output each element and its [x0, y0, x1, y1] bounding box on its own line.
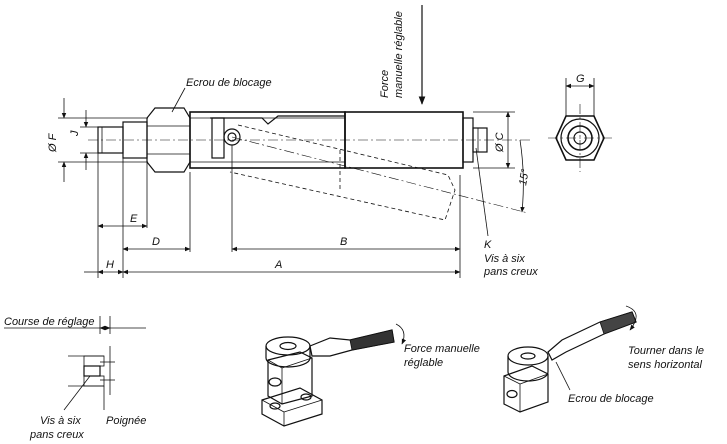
tourner-label-2: sens horizontal — [628, 359, 703, 371]
detail-adjustment-travel: Course de réglage Vis à six pans creux P… — [4, 316, 146, 441]
force-iso-label-2: réglable — [404, 357, 443, 369]
poignee-label: Poignée — [106, 415, 146, 427]
vis-bottom-label-2: pans creux — [29, 429, 84, 441]
course-label: Course de réglage — [4, 316, 95, 328]
main-side-view: Force manuelle réglable Ecrou de blocage… — [47, 5, 538, 278]
dim-C: Ø C — [494, 132, 506, 153]
dim-E: E — [130, 213, 138, 225]
phantom-handle — [229, 124, 529, 221]
force-label-1: Force — [379, 70, 391, 98]
hex-socket-screw — [472, 127, 488, 153]
dim-H: H — [106, 259, 114, 271]
dim-J: J — [69, 130, 81, 137]
housing — [189, 111, 346, 169]
dim-A: A — [274, 259, 282, 271]
force-iso-label-1: Force manuelle — [404, 343, 480, 355]
dim-F: Ø F — [47, 132, 59, 153]
lock-nut-label: Ecrou de blocage — [186, 77, 272, 89]
tourner-label-1: Tourner dans le — [628, 345, 704, 357]
iso-view-mounted: Force manuelle réglable — [261, 323, 480, 427]
force-label-2: manuelle réglable — [393, 11, 405, 98]
vis-k-label-1: Vis à six — [484, 253, 525, 265]
dim-K: K — [484, 239, 492, 251]
dim-B: B — [340, 236, 347, 248]
dim-G: G — [576, 73, 585, 85]
dim-D: D — [152, 236, 160, 248]
vis-k-label-2: pans creux — [483, 266, 538, 278]
end-view: G — [548, 73, 612, 172]
ecrou-iso-label: Ecrou de blocage — [568, 393, 654, 405]
vis-bottom-label-1: Vis à six — [40, 415, 81, 427]
iso-view-horizontal: Tourner dans le sens horizontal Ecrou de… — [503, 305, 704, 413]
dim-angle: 15° — [517, 167, 532, 186]
